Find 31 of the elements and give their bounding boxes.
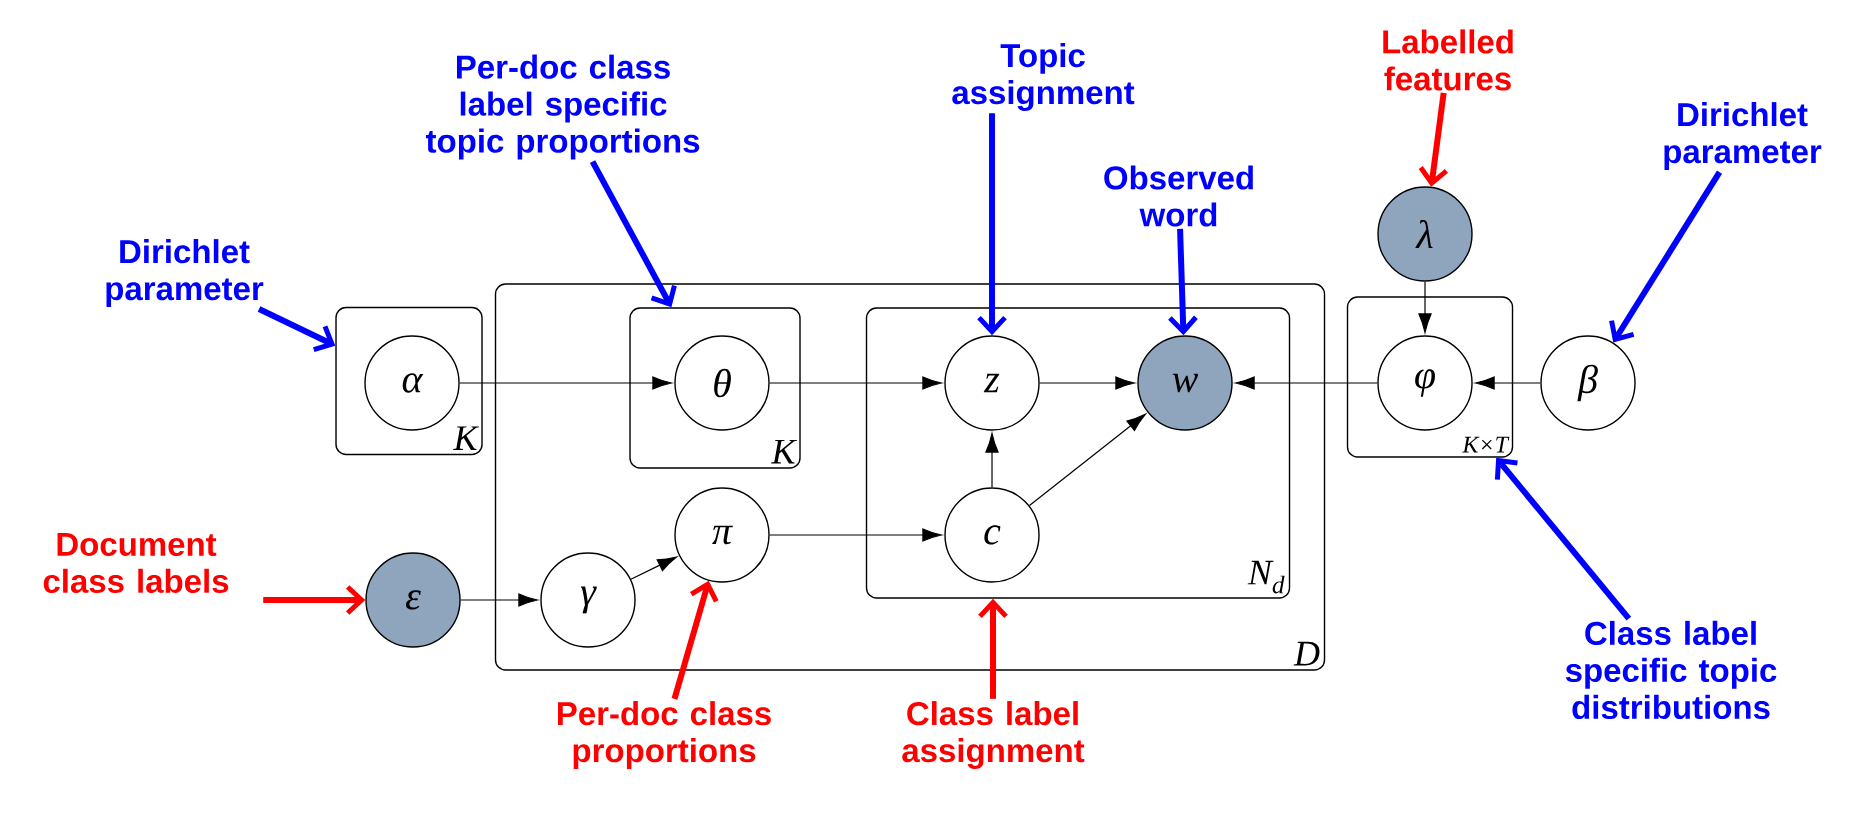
arrow	[769, 376, 942, 390]
annotation-label: Per-doc class label specific topic proportions	[425, 54, 700, 160]
arrow	[460, 593, 538, 607]
annotation-label: Dirichlet parameter	[106, 239, 264, 307]
annotation-arrow	[589, 160, 677, 308]
annotation-label: Labelled features	[1383, 29, 1513, 91]
annotation-arrow	[978, 598, 1008, 699]
annotation-label: Topic assignment	[952, 43, 1135, 111]
annotation-label: Dirichlet parameter	[1664, 102, 1822, 170]
arrow	[459, 376, 672, 390]
annotation-arrow	[263, 585, 366, 615]
arrow	[1418, 281, 1432, 333]
annotation-arrow	[977, 113, 1007, 336]
annotation-arrow	[1494, 457, 1632, 621]
annotation-arrow	[1418, 92, 1449, 187]
arrow	[1235, 376, 1378, 390]
arrow	[1475, 376, 1541, 390]
annotation-arrow	[257, 306, 336, 353]
annotation-label: Class label specific topic distributions	[1565, 620, 1777, 720]
annotation-arrow	[1168, 228, 1198, 336]
arrow	[985, 433, 999, 488]
annotation-arrow	[671, 580, 719, 700]
arrow	[1028, 413, 1146, 507]
annotation-label: Observed word	[1104, 165, 1253, 227]
annotation-label: Class label assignment	[902, 701, 1085, 769]
arrow	[769, 528, 942, 542]
arrow	[1039, 376, 1135, 390]
annotation-arrow	[1609, 170, 1723, 343]
arrow	[630, 556, 678, 580]
annotation-label: Document class labels	[43, 533, 229, 593]
annotation-label: Per-doc class proportions	[558, 701, 771, 769]
